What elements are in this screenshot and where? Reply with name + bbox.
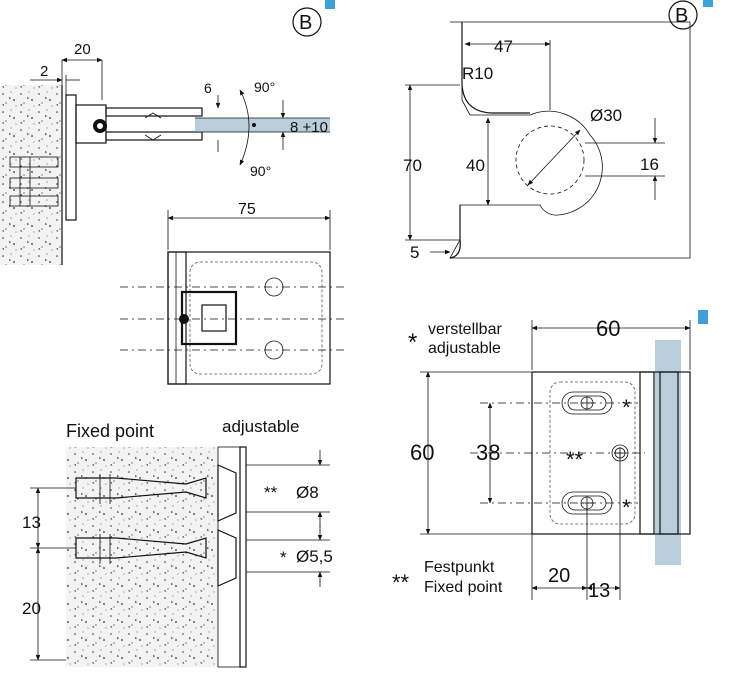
dim-75: 75 xyxy=(238,201,256,218)
plate-view: 60 60 38 * ** * xyxy=(410,310,708,602)
dowel-icon xyxy=(9,156,59,207)
mounting-plate-side xyxy=(65,94,77,221)
clamp-jaw-bottom xyxy=(105,131,203,141)
angle-up-label: 90° xyxy=(254,79,275,95)
legend: * verstellbar adjustable ** Festpunkt Fi… xyxy=(392,321,503,596)
clamp-top-view: 75 xyxy=(120,201,345,385)
dim-20-anchor: 20 xyxy=(22,599,41,618)
dim-6: 6 xyxy=(204,80,212,96)
glass-cutout-view: 47 R10 Ø30 70 40 16 5 B xyxy=(403,0,713,262)
dim-20-top: 20 xyxy=(74,41,91,58)
glass-pane-side xyxy=(195,118,330,132)
dim-5: 5 xyxy=(410,243,419,262)
dim-47: 47 xyxy=(494,37,513,56)
view-b-label-right: B xyxy=(675,5,688,27)
view-b-badge-left xyxy=(292,7,322,37)
plate-dim-20: 20 xyxy=(548,565,570,587)
legend-adjustable: adjustable xyxy=(428,340,501,357)
legend-verstellbar: verstellbar xyxy=(428,321,502,338)
legend-festpunkt: Festpunkt xyxy=(424,559,495,576)
legend-fixed-point: Fixed point xyxy=(424,579,503,596)
dim-13-anchor: 13 xyxy=(22,513,41,532)
wall-concrete xyxy=(0,85,62,265)
angle-down-label: 90° xyxy=(250,163,271,179)
marker-adj: * xyxy=(280,548,287,567)
clamp-jaw-top xyxy=(105,107,203,117)
legend-double-star: ** xyxy=(392,570,410,595)
marker-fixed: ** xyxy=(264,483,278,502)
glass-edge xyxy=(655,340,681,565)
plate-star-top: * xyxy=(622,395,631,420)
view-b-badge-right xyxy=(668,0,698,30)
plate-star-bottom: * xyxy=(622,495,631,520)
glass-pane xyxy=(449,21,691,259)
clamp-outline xyxy=(167,251,331,385)
plate-dim-height: 60 xyxy=(410,440,434,465)
fixed-point-title: Fixed point xyxy=(66,421,154,441)
hole-fixed: Ø8 xyxy=(296,483,319,502)
dim-2: 2 xyxy=(40,63,48,80)
close-badge-icon[interactable] xyxy=(325,0,335,9)
hole-adj: Ø5,5 xyxy=(296,547,333,566)
concrete-block xyxy=(66,447,218,667)
view-b-label-left: B xyxy=(299,12,312,34)
dim-glass-thickness: 8 +10 xyxy=(290,119,328,136)
plate-dim-width: 60 xyxy=(596,316,620,341)
dim-16: 16 xyxy=(640,155,659,174)
anchor-section: Fixed point adjustable 13 20 ** Ø8 xyxy=(22,417,333,668)
side-view: 20 2 6 8 +10 90° 90° B xyxy=(0,0,335,265)
dim-70: 70 xyxy=(403,156,422,175)
dowel-icon xyxy=(75,474,207,564)
dim-40: 40 xyxy=(466,156,485,175)
plate-dim-38: 38 xyxy=(476,440,500,465)
adjustable-title: adjustable xyxy=(222,417,300,436)
diameter-30: Ø30 xyxy=(590,106,622,125)
close-badge-icon[interactable] xyxy=(703,0,713,7)
plate-dim-13: 13 xyxy=(588,580,610,602)
plate-double-star: ** xyxy=(566,447,584,472)
wall-plate-hatched xyxy=(217,446,241,668)
legend-star: * xyxy=(408,329,417,356)
radius-r10: R10 xyxy=(462,64,493,83)
close-badge-icon[interactable] xyxy=(698,310,708,324)
